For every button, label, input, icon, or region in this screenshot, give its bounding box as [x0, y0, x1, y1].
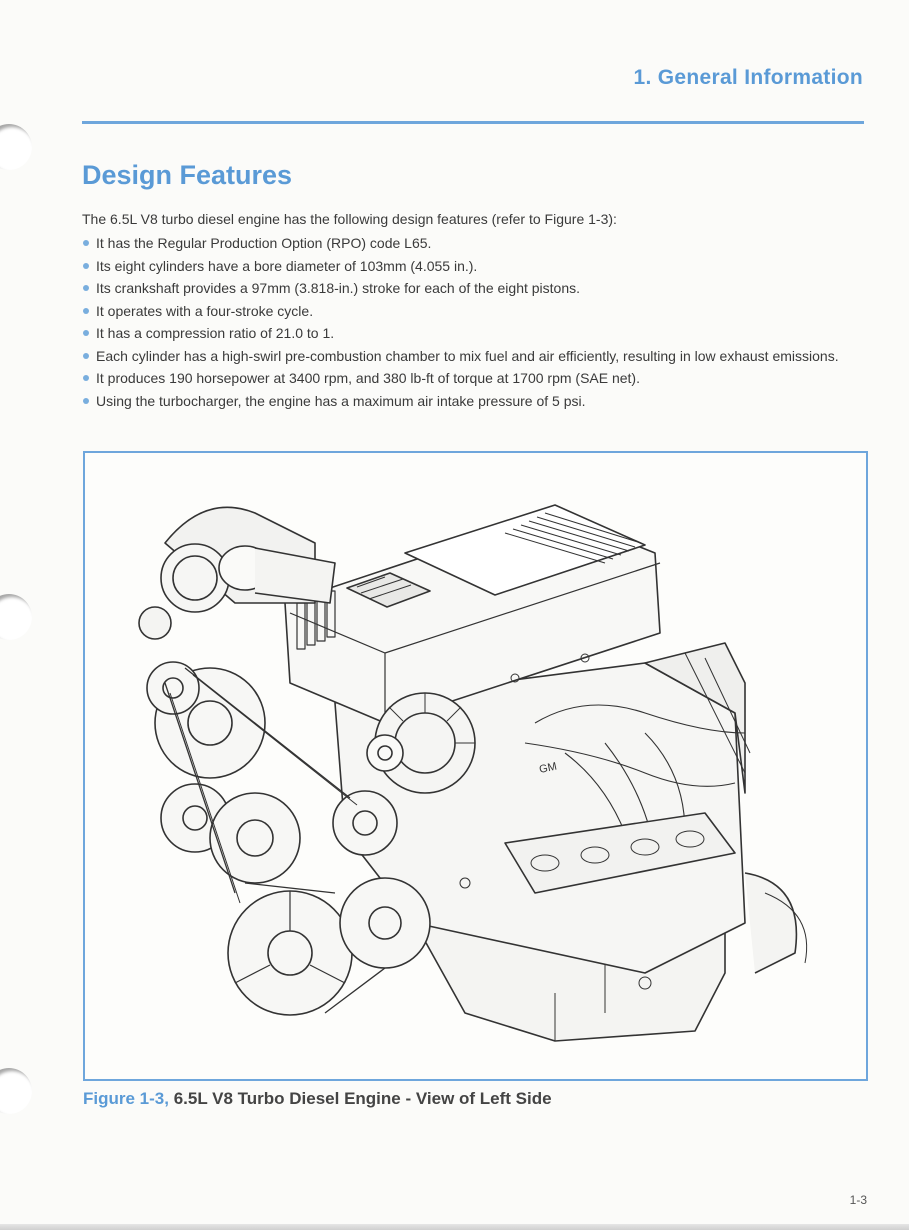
- list-item-text: It has a compression ratio of 21.0 to 1.: [96, 325, 335, 341]
- bullet-icon: [83, 285, 89, 291]
- figure-title: 6.5L V8 Turbo Diesel Engine - View of Le…: [173, 1089, 552, 1108]
- bullet-icon: [83, 307, 89, 314]
- page-title: Design Features: [82, 160, 293, 190]
- figure-frame: GM: [83, 451, 868, 1081]
- list-item-text: Its eight cylinders have a bore diameter…: [96, 257, 478, 274]
- list-item: Each cylinder has a high-swirl pre-combu…: [82, 347, 862, 365]
- gm-logo-text: GM: [538, 761, 558, 776]
- bullet-icon: [83, 375, 89, 381]
- bullet-icon: [83, 352, 89, 359]
- list-item-text: Each cylinder has a high-swirl pre-combu…: [96, 347, 839, 364]
- figure-label: Figure 1-3,: [83, 1089, 169, 1108]
- header-rule: [82, 121, 864, 124]
- list-item-text: It has the Regular Production Option (RP…: [96, 235, 432, 251]
- list-item: Its crankshaft provides a 97mm (3.818-in…: [82, 279, 862, 297]
- list-item-text: Its crankshaft provides a 97mm (3.818-in…: [96, 280, 581, 296]
- list-item-text: It operates with a four-stroke cycle.: [96, 302, 314, 319]
- bullet-icon: [83, 240, 89, 246]
- bullet-icon: [83, 330, 89, 336]
- list-item-text: Using the turbocharger, the engine has a…: [96, 392, 586, 409]
- intro-paragraph: The 6.5L V8 turbo diesel engine has the …: [82, 211, 617, 227]
- list-item: It produces 190 horsepower at 3400 rpm, …: [82, 369, 862, 387]
- binder-hole-bottom: [0, 1068, 32, 1114]
- list-item: It has a compression ratio of 21.0 to 1.: [82, 324, 862, 342]
- feature-list: It has the Regular Production Option (RP…: [82, 234, 862, 414]
- bullet-icon: [83, 397, 89, 404]
- binder-hole-top: [0, 124, 32, 170]
- figure-caption: Figure 1-3, 6.5L V8 Turbo Diesel Engine …: [83, 1089, 552, 1109]
- list-item: It operates with a four-stroke cycle.: [82, 302, 862, 320]
- section-header: 1. General Information: [633, 66, 863, 89]
- bullet-icon: [83, 262, 89, 269]
- binder-hole-middle: [0, 594, 32, 640]
- page-bottom-edge: [0, 1224, 909, 1230]
- list-item: Using the turbocharger, the engine has a…: [82, 392, 862, 410]
- list-item-text: It produces 190 horsepower at 3400 rpm, …: [96, 370, 640, 386]
- list-item: It has the Regular Production Option (RP…: [82, 234, 862, 252]
- list-item: Its eight cylinders have a bore diameter…: [82, 257, 862, 275]
- page-number: 1-3: [849, 1193, 867, 1207]
- engine-illustration: GM: [138, 504, 808, 1042]
